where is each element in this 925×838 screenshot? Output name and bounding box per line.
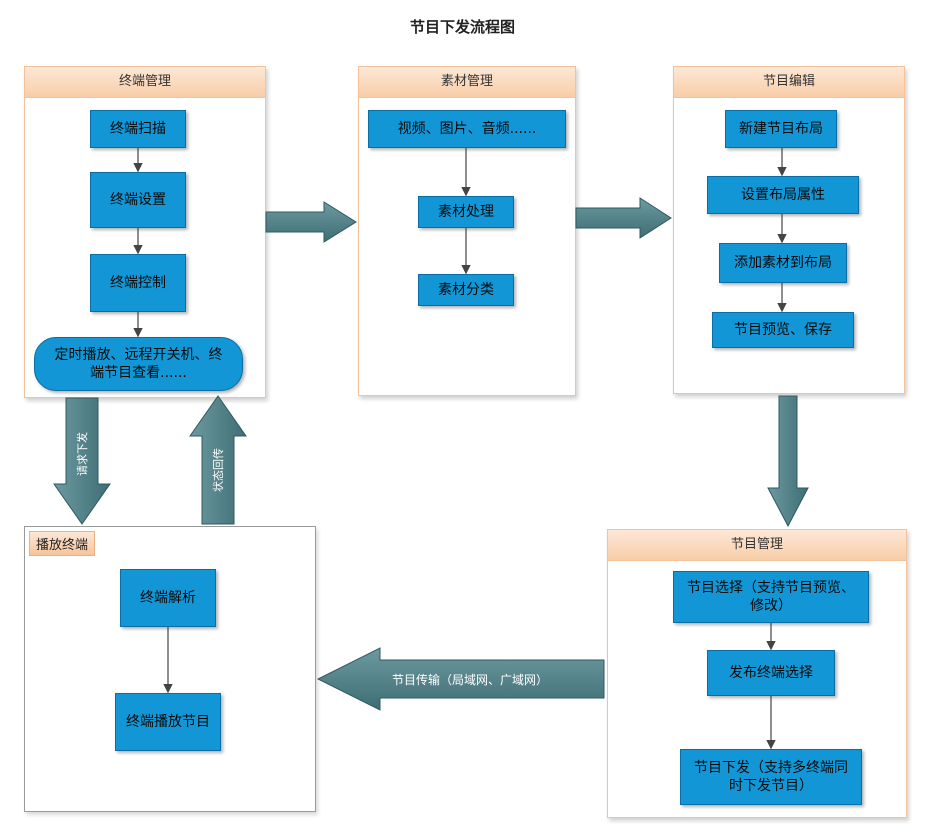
panel-header: 节目编辑 xyxy=(674,67,904,98)
step-terminal-play: 终端播放节目 xyxy=(115,693,221,751)
arrow-label-status-return: 状态回传 xyxy=(211,448,225,492)
big-arrow-program-transfer xyxy=(316,647,605,711)
step-program-dispatch: 节目下发（支持多终端同时下发节目） xyxy=(680,749,862,805)
diagram-title: 节目下发流程图 xyxy=(409,18,515,36)
big-arrow-material-to-editing xyxy=(575,197,672,239)
step-publish-terminal: 发布终端选择 xyxy=(707,650,835,696)
big-arrow-editing-to-management xyxy=(767,395,809,528)
step-terminal-functions: 定时播放、远程开关机、终端节目查看...... xyxy=(34,337,243,391)
step-media-sources: 视频、图片、音频...... xyxy=(368,110,566,148)
arrow-label-program-transfer: 节目传输（局域网、广域网） xyxy=(392,672,548,687)
step-terminal-scan: 终端扫描 xyxy=(90,110,186,148)
big-arrow-terminal-to-material xyxy=(265,201,357,243)
big-arrow-request-download xyxy=(53,397,111,525)
step-terminal-parse: 终端解析 xyxy=(120,569,216,627)
panel-header: 素材管理 xyxy=(359,67,575,98)
step-terminal-control: 终端控制 xyxy=(90,254,186,312)
big-arrow-status-return xyxy=(189,395,247,525)
panel-header: 终端管理 xyxy=(25,67,265,98)
step-preview-save: 节目预览、保存 xyxy=(712,312,854,348)
step-program-selection: 节目选择（支持节目预览、修改） xyxy=(673,571,869,623)
step-new-layout: 新建节目布局 xyxy=(725,110,837,148)
step-material-processing: 素材处理 xyxy=(418,196,514,228)
panel-tag: 播放终端 xyxy=(29,531,96,556)
panel-header: 节目管理 xyxy=(608,530,906,561)
step-layout-properties: 设置布局属性 xyxy=(707,176,859,214)
arrow-label-request-download: 请求下发 xyxy=(75,432,89,476)
step-material-classification: 素材分类 xyxy=(418,274,514,306)
step-add-material: 添加素材到布局 xyxy=(719,243,847,283)
step-terminal-settings: 终端设置 xyxy=(90,172,186,228)
